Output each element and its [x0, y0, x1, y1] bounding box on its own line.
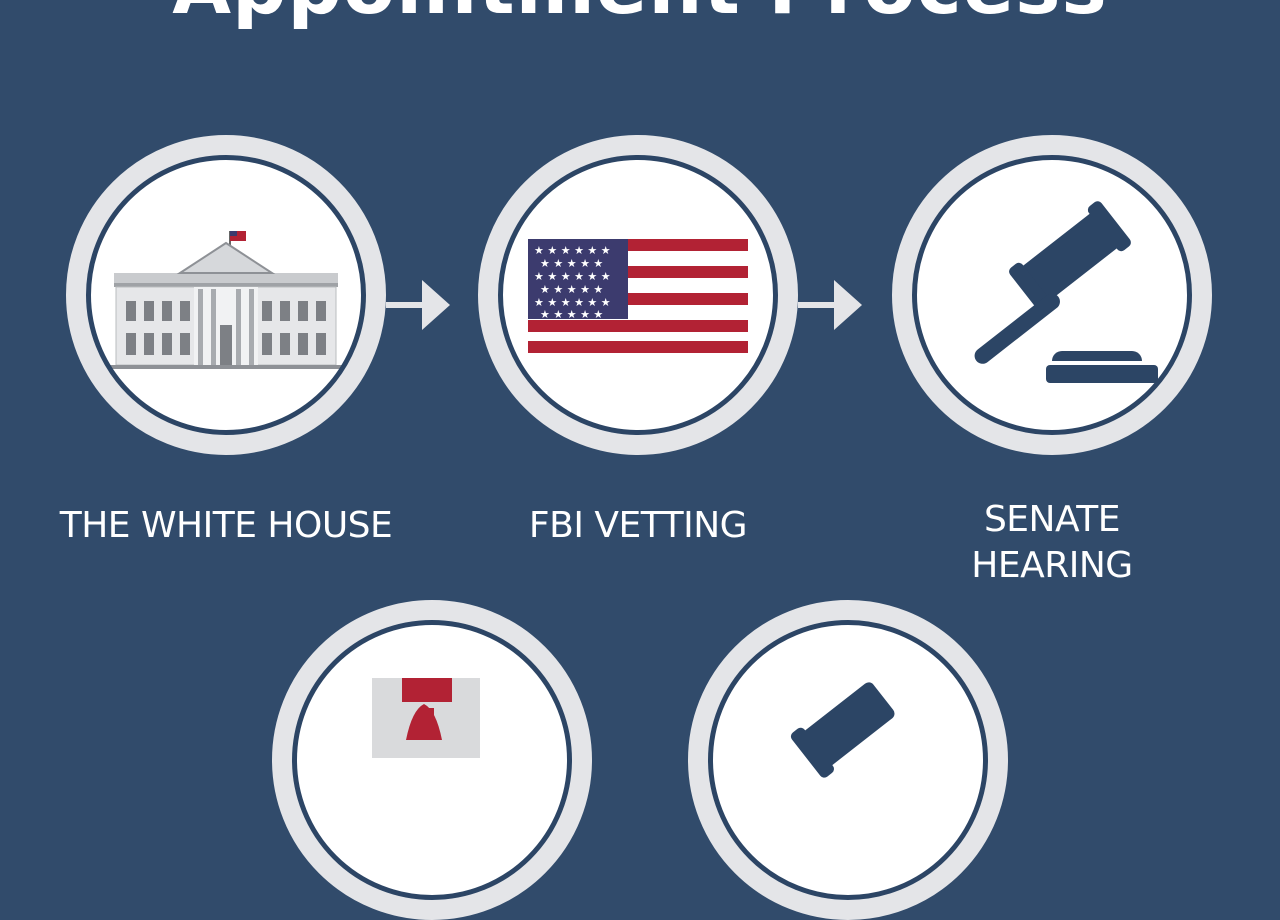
gavel-icon: [974, 201, 1158, 383]
gavel-icon: [790, 682, 895, 778]
svg-text:★ ★ ★ ★ ★ ★: ★ ★ ★ ★ ★ ★: [534, 296, 611, 309]
step-label: SENATE HEARING: [971, 499, 1133, 586]
step-circle: [272, 600, 592, 920]
white-house-icon: [110, 231, 342, 369]
arrow-right-icon: [798, 280, 862, 330]
step-circle: [66, 135, 386, 455]
step-circle: [688, 600, 1008, 920]
svg-text:★ ★ ★ ★ ★: ★ ★ ★ ★ ★: [540, 308, 603, 321]
svg-text:★ ★ ★ ★ ★: ★ ★ ★ ★ ★: [540, 257, 603, 270]
page-title: Appointment Process: [0, 0, 1280, 31]
step-label: THE WHITE HOUSE: [59, 505, 393, 546]
svg-text:★ ★ ★ ★ ★ ★: ★ ★ ★ ★ ★ ★: [534, 270, 611, 283]
svg-text:★ ★ ★ ★ ★: ★ ★ ★ ★ ★: [540, 283, 603, 296]
capitol-icon: [372, 678, 480, 758]
step-circle: ★ ★ ★ ★ ★ ★ ★ ★ ★ ★ ★ ★ ★ ★ ★ ★ ★ ★ ★ ★ …: [478, 135, 798, 455]
step-circle: [892, 135, 1212, 455]
svg-text:★ ★ ★ ★ ★ ★: ★ ★ ★ ★ ★ ★: [534, 244, 611, 257]
arrow-right-icon: [386, 280, 450, 330]
step-label: FBI VETTING: [528, 505, 748, 546]
us-flag-icon: ★ ★ ★ ★ ★ ★ ★ ★ ★ ★ ★ ★ ★ ★ ★ ★ ★ ★ ★ ★ …: [528, 239, 748, 353]
